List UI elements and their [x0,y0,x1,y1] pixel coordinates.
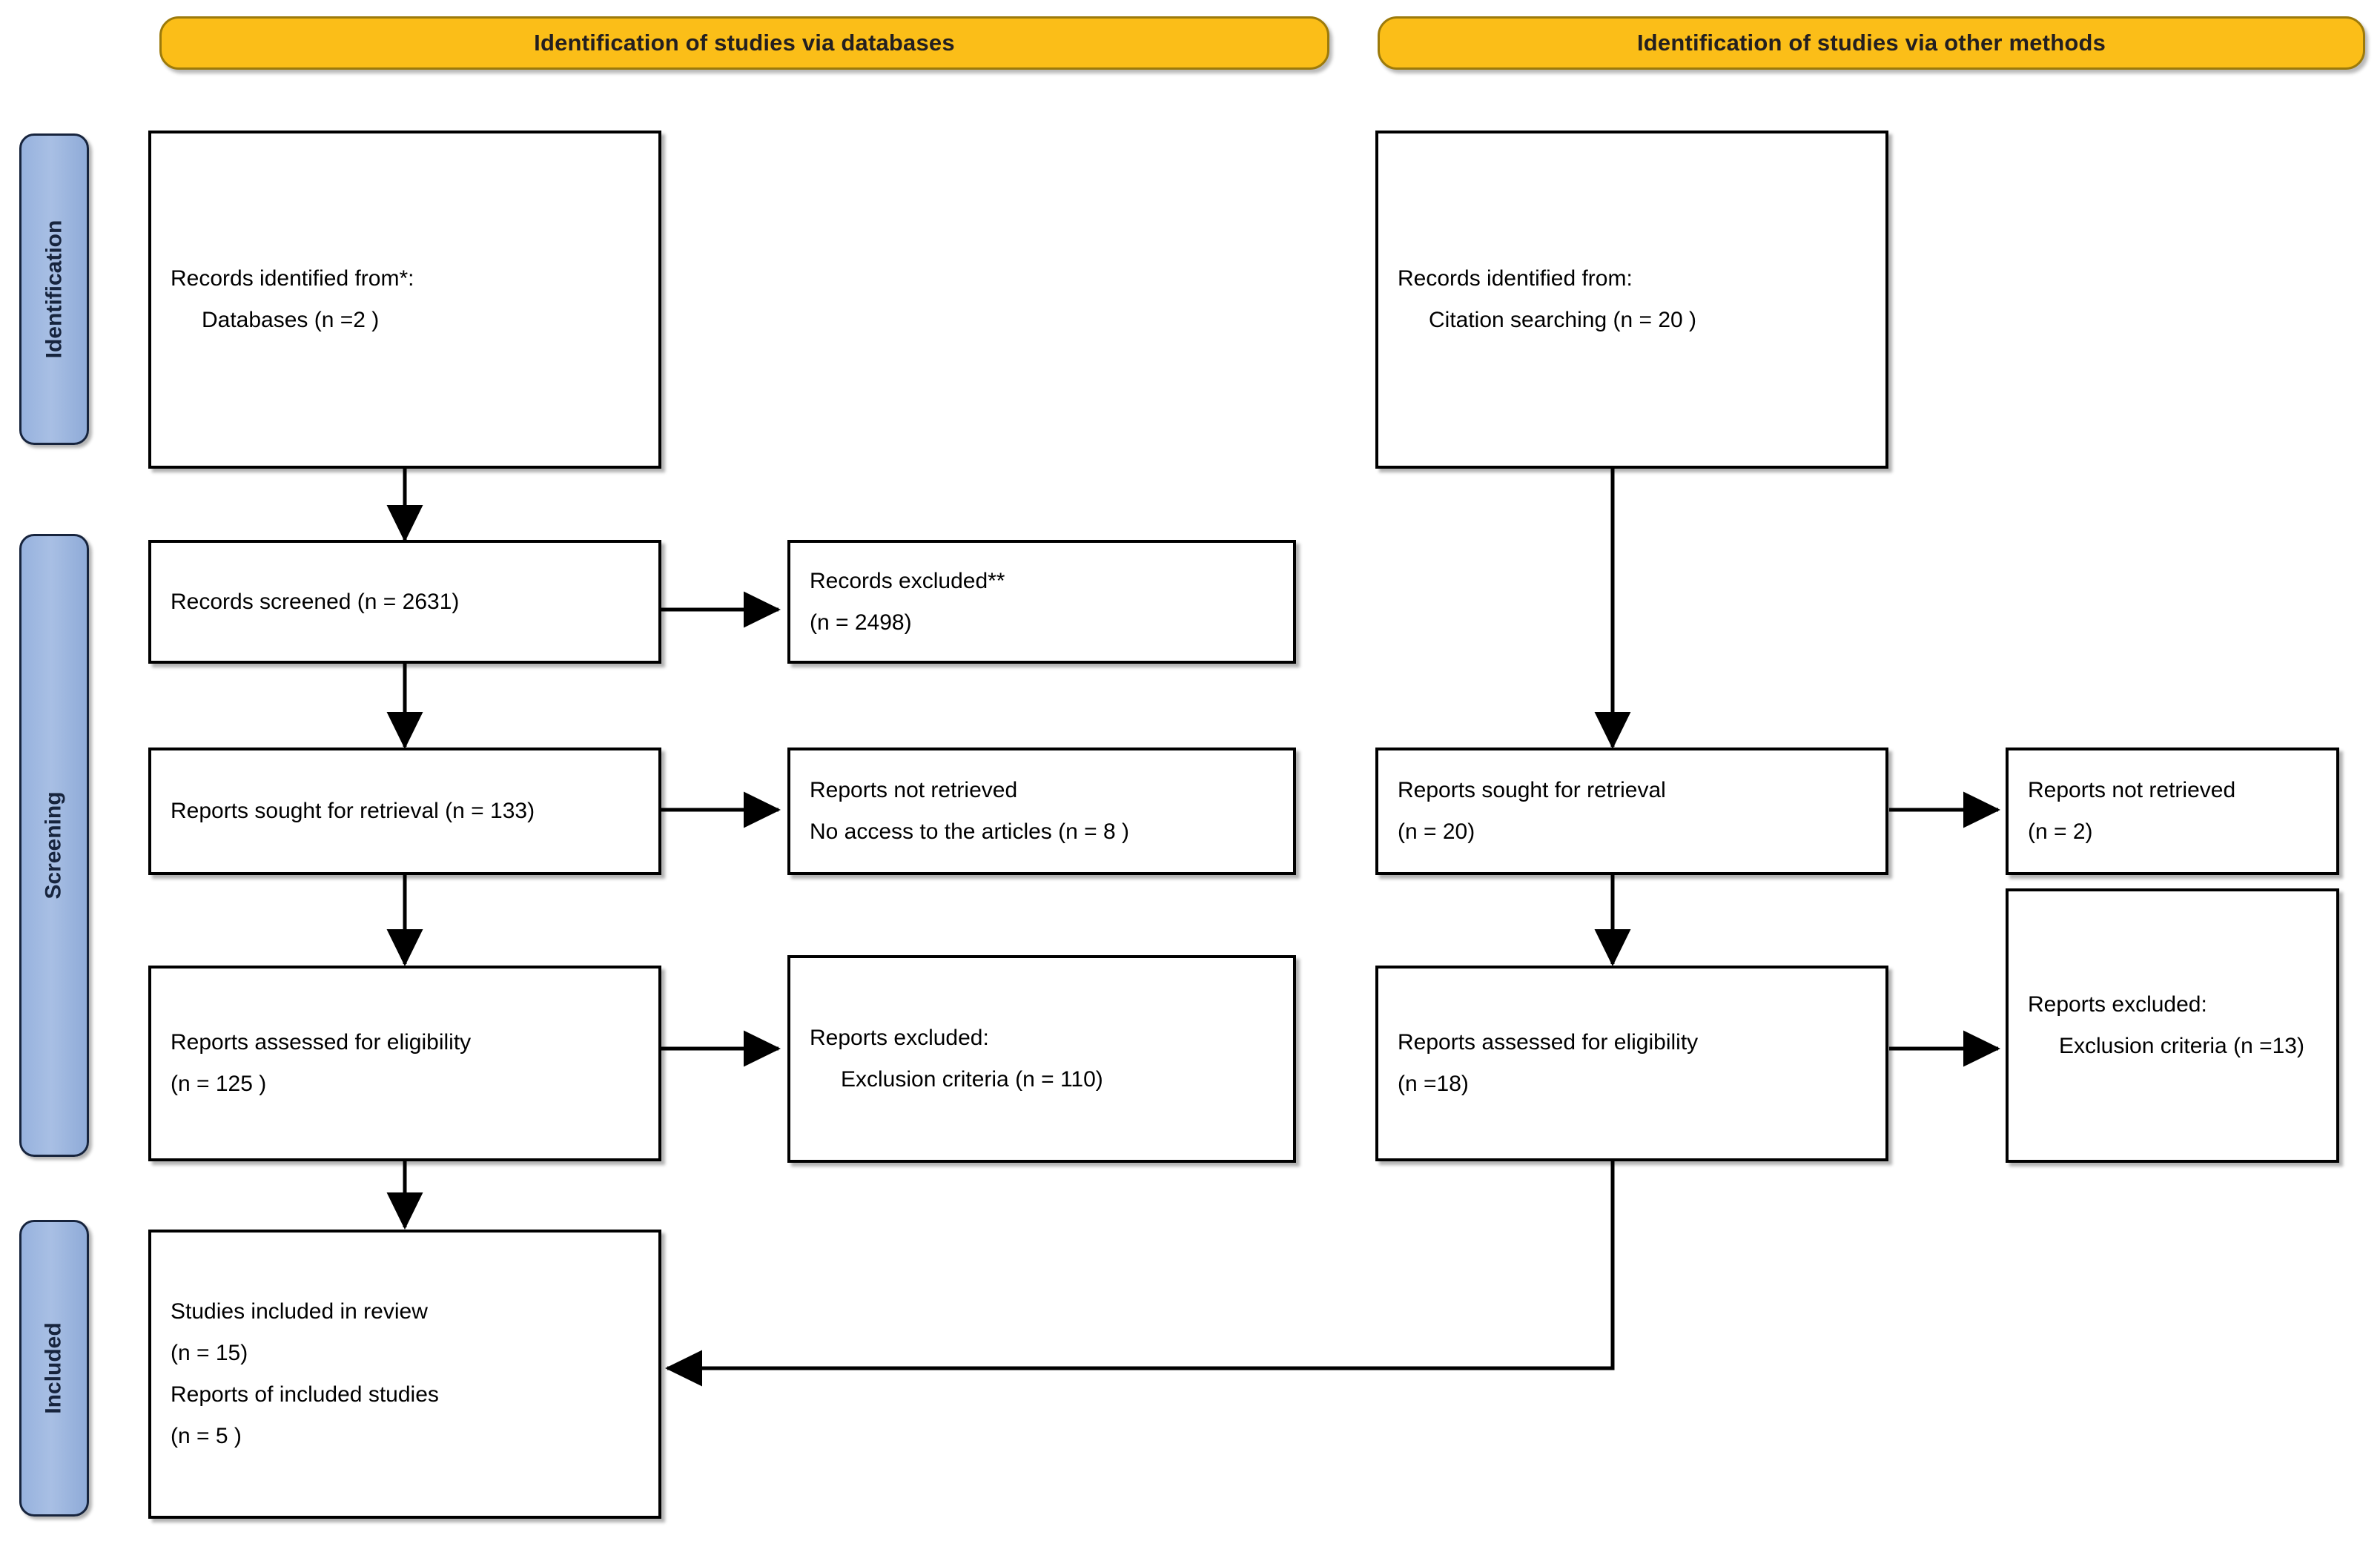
reports-sought-databases-line1: Reports sought for retrieval (n = 133) [171,799,535,823]
box-studies-included: Studies included in review (n = 15) Repo… [148,1230,661,1519]
records-identified-other-line2: Citation searching (n = 20 ) [1429,308,1697,332]
box-records-screened: Records screened (n = 2631) [148,540,661,664]
box-reports-excluded-other-methods: Reports excluded: Exclusion criteria (n … [2006,888,2339,1163]
records-identified-databases-line1: Records identified from*: [171,266,414,291]
header-bar-other-methods: Identification of studies via other meth… [1378,16,2365,70]
reports-sought-other-line1: Reports sought for retrieval [1398,778,1666,802]
reports-assessed-databases-line2: (n = 125 ) [171,1072,267,1096]
stage-label-identification: Identification [42,220,67,359]
records-screened-line1: Records screened (n = 2631) [171,589,460,614]
reports-assessed-other-line2: (n =18) [1398,1072,1469,1096]
box-reports-assessed-databases: Reports assessed for eligibility (n = 12… [148,966,661,1161]
box-reports-not-retrieved-databases: Reports not retrieved No access to the a… [787,748,1296,875]
header-label-databases: Identification of studies via databases [534,30,955,56]
header-label-other-methods: Identification of studies via other meth… [1636,30,2106,56]
reports-excluded-other-line1: Reports excluded: [2028,992,2207,1017]
records-identified-databases-line2: Databases (n =2 ) [202,308,380,332]
reports-not-retrieved-other-line1: Reports not retrieved [2028,778,2236,802]
studies-included-line3: Reports of included studies [171,1382,439,1407]
studies-included-line4: (n = 5 ) [171,1424,242,1448]
reports-excluded-databases-line2: Exclusion criteria (n = 110) [841,1067,1103,1092]
records-identified-other-line1: Records identified from: [1398,266,1633,291]
reports-not-retrieved-other-line2: (n = 2) [2028,819,2093,844]
box-records-identified-databases: Records identified from*: Databases (n =… [148,131,661,469]
box-reports-excluded-databases: Reports excluded: Exclusion criteria (n … [787,955,1296,1163]
connector-om-assessed-to-included [664,1161,1615,1387]
studies-included-line1: Studies included in review [171,1299,428,1324]
reports-not-retrieved-databases-line1: Reports not retrieved [810,778,1018,802]
box-records-excluded: Records excluded** (n = 2498) [787,540,1296,664]
stage-pill-included: Included [19,1220,89,1517]
stage-label-screening: Screening [42,791,66,900]
box-reports-assessed-other-methods: Reports assessed for eligibility (n =18) [1375,966,1888,1161]
records-excluded-line1: Records excluded** [810,568,1005,593]
reports-excluded-other-line2: Exclusion criteria (n =13) [2059,1034,2304,1058]
stage-pill-identification: Identification [19,133,89,445]
header-bar-databases: Identification of studies via databases [159,16,1329,70]
box-reports-not-retrieved-other-methods: Reports not retrieved (n = 2) [2006,748,2339,875]
records-excluded-line2: (n = 2498) [810,610,912,635]
box-reports-sought-databases: Reports sought for retrieval (n = 133) [148,748,661,875]
reports-sought-other-line2: (n = 20) [1398,819,1475,844]
box-reports-sought-other-methods: Reports sought for retrieval (n = 20) [1375,748,1888,875]
studies-included-line2: (n = 15) [171,1341,248,1365]
reports-excluded-databases-line1: Reports excluded: [810,1026,989,1050]
stage-label-included: Included [42,1322,66,1414]
reports-assessed-databases-line1: Reports assessed for eligibility [171,1030,472,1055]
box-records-identified-other-methods: Records identified from: Citation search… [1375,131,1888,469]
reports-assessed-other-line1: Reports assessed for eligibility [1398,1030,1699,1055]
reports-not-retrieved-databases-line2: No access to the articles (n = 8 ) [810,819,1130,844]
stage-pill-screening: Screening [19,534,89,1157]
